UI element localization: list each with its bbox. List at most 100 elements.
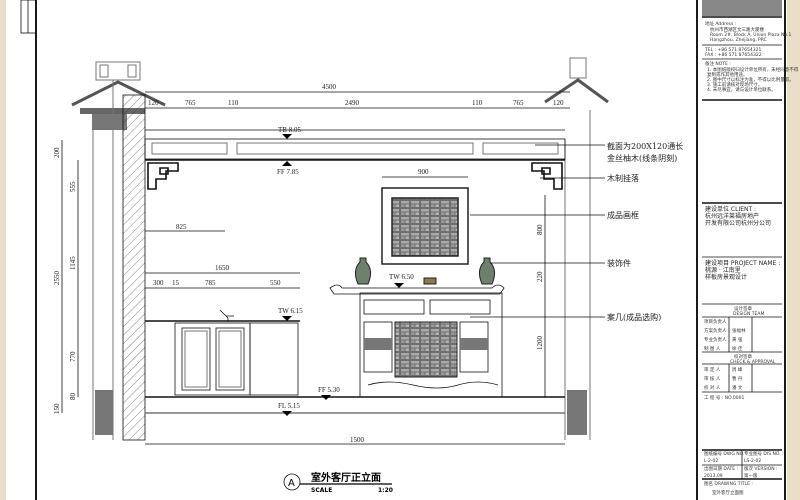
dim-left-seg: 150 [53,403,61,414]
scale-value: 1:20 [378,487,393,494]
dim-left-seg: 1145 [69,256,77,270]
sheet-no: LS-2-02 [744,458,761,464]
level-ff-top: FF 7.85 [277,168,299,176]
level-tw-console: TW 6.50 [389,273,414,281]
dim-left-seg: 555 [69,181,77,192]
svg-text:项目负责人: 项目负责人 [704,318,727,325]
annotation-beam-material: 金丝柚木(线条阴刻) [607,153,677,163]
svg-text:潘 文: 潘 文 [732,384,743,391]
drawing-marker: A [288,478,295,489]
dim-top-seg: 120 [553,99,564,107]
svg-text:地址 Address :: 地址 Address : [705,20,736,27]
dim-overall-width: 4500 [322,83,337,91]
faucet [219,309,234,322]
svg-text:复制或作其他用途。: 复制或作其他用途。 [707,71,748,78]
annotation-painting: 成品画框 [607,210,639,220]
svg-text:DESIGN TEAM: DESIGN TEAM [733,311,764,317]
svg-text:周 峰: 周 峰 [732,366,743,373]
svg-text:开发有限公司杭州分公司: 开发有限公司杭州分公司 [705,219,771,227]
svg-text:徐 佳: 徐 佳 [732,345,743,352]
drawing-name: 室外客厅立面图 [712,489,744,496]
svg-text:黄 强: 黄 强 [732,336,743,343]
svg-text:专业负责人: 专业负责人 [704,336,727,343]
version-label: 版次 VERSION : [744,465,778,472]
dim-cabinet-overall: 1650 [215,264,230,272]
svg-text:备注 NOTE :: 备注 NOTE : [705,60,731,67]
dim-top-seg: 120 [148,99,159,107]
svg-text:审 定 人: 审 定 人 [704,366,721,373]
level-tb: TB 8.05 [278,126,301,134]
sink-cabinet [145,309,300,396]
svg-text:张福林: 张福林 [732,327,746,334]
annotation-console: 案几(成品选购) [607,312,661,322]
dim-cabinet-seg: 550 [270,279,281,287]
svg-text:方案负责人: 方案负责人 [704,327,727,334]
svg-text:曹 丹: 曹 丹 [732,375,743,382]
dim-top-seg: 765 [185,99,196,107]
vase-right [478,257,496,285]
dimension-lines [61,91,570,445]
dim-cabinet-seg: 300 [153,279,164,287]
svg-text:图名 DRAWING TITLE :: 图名 DRAWING TITLE : [704,480,753,487]
drawing-no-label: 图纸编号 DWG NO. : [704,450,747,457]
right-pier [544,57,609,440]
level-fl: FL 5.15 [278,402,300,410]
svg-text:校对签章: 校对签章 [734,353,752,360]
ceiling-beam [144,129,566,161]
dim-painting: 900 [418,168,429,176]
svg-text:建设单位 CLIENT :: 建设单位 CLIENT : [705,205,756,213]
level-tw-sink: TW 6.15 [278,307,303,315]
dim-cabinet-seg: 785 [205,279,216,287]
svg-text:设计签章: 设计签章 [734,305,752,312]
svg-text:FAX : +86 571 87654322: FAX : +86 571 87654322 [705,52,762,58]
annotation-ornament: 装饰件 [607,258,631,268]
svg-text:桃源 · 江南里: 桃源 · 江南里 [705,266,741,274]
level-ff-floor: FF 5.30 [318,386,340,394]
scale-label: SCALE [311,487,332,494]
sheet-margin-left [0,0,6,500]
title-block: 地址 Address : 杭州市西湖区文三路大厦楼 Room 2#, Block… [702,0,799,496]
svg-text:工 程 号 : NO.0001: 工 程 号 : NO.0001 [704,394,744,401]
date-label: 出图日期 DATE : [704,465,738,472]
dim-cabinet-seg: 15 [172,279,180,287]
svg-text:2. 图中尺寸以标注为准，不得以比例量取。: 2. 图中尺寸以标注为准，不得以比例量取。 [707,76,794,83]
svg-text:TEL : +86 571 87654321: TEL : +86 571 87654321 [704,47,761,53]
dim-right-seg: 220 [536,271,544,282]
version: 第一版 [744,472,758,479]
svg-text:校 对 人: 校 对 人 [704,384,721,391]
dim-top-seg: 110 [228,99,239,107]
dim-top-seg: 765 [513,99,524,107]
fretwork-left [147,162,179,190]
annotation-fretwork: 木制挂落 [607,173,639,183]
svg-text:审 核 人: 审 核 人 [704,375,721,382]
drawing-no: L-2-02 [704,458,718,464]
binding-table [20,0,37,34]
dim-bracket: 825 [176,223,187,231]
svg-text:4. 未尽事宜，请与设计单位联系。: 4. 未尽事宜，请与设计单位联系。 [707,86,776,93]
svg-text:杭州远洋莱福房地产: 杭州远洋莱福房地产 [705,212,759,220]
fretwork-right [531,162,563,190]
dim-right-seg: 800 [536,224,544,235]
vase-left [354,257,372,285]
incense-burner [423,277,437,285]
svg-text:3. 施工前请核对现场尺寸。: 3. 施工前请核对现场尺寸。 [707,81,762,88]
annotation-leaders [470,144,605,318]
left-pier [71,61,166,441]
svg-text:样板房景观设计: 样板房景观设计 [705,273,747,281]
sheet-margin-right [787,0,800,500]
drawing-title: 室外客厅正立面 [311,471,381,484]
dim-top-seg: 2490 [345,99,360,107]
dim-right-seg: 1200 [536,336,544,351]
sheet-no-label: 专业图号 DIS NO. : [744,450,784,457]
dim-bottom: 1500 [350,436,365,444]
wall-section-hatch [122,94,146,441]
dim-left-seg: 770 [69,351,77,362]
svg-text:Room 2#, Block A, Union Plaza: Room 2#, Block A, Union Plaza No.1 [710,32,791,38]
svg-text:杭州市西湖区文三路大厦楼: 杭州市西湖区文三路大厦楼 [710,26,764,33]
annotation-beam: 截面为200X120通长 [607,141,683,151]
level-markers: TB 8.05 FF 7.85 TW 6.50 TW 6.15 FF 5.30 … [277,126,414,416]
dim-overall-height: 2550 [53,271,61,286]
dim-top-seg: 110 [472,99,483,107]
console-table [329,284,505,398]
